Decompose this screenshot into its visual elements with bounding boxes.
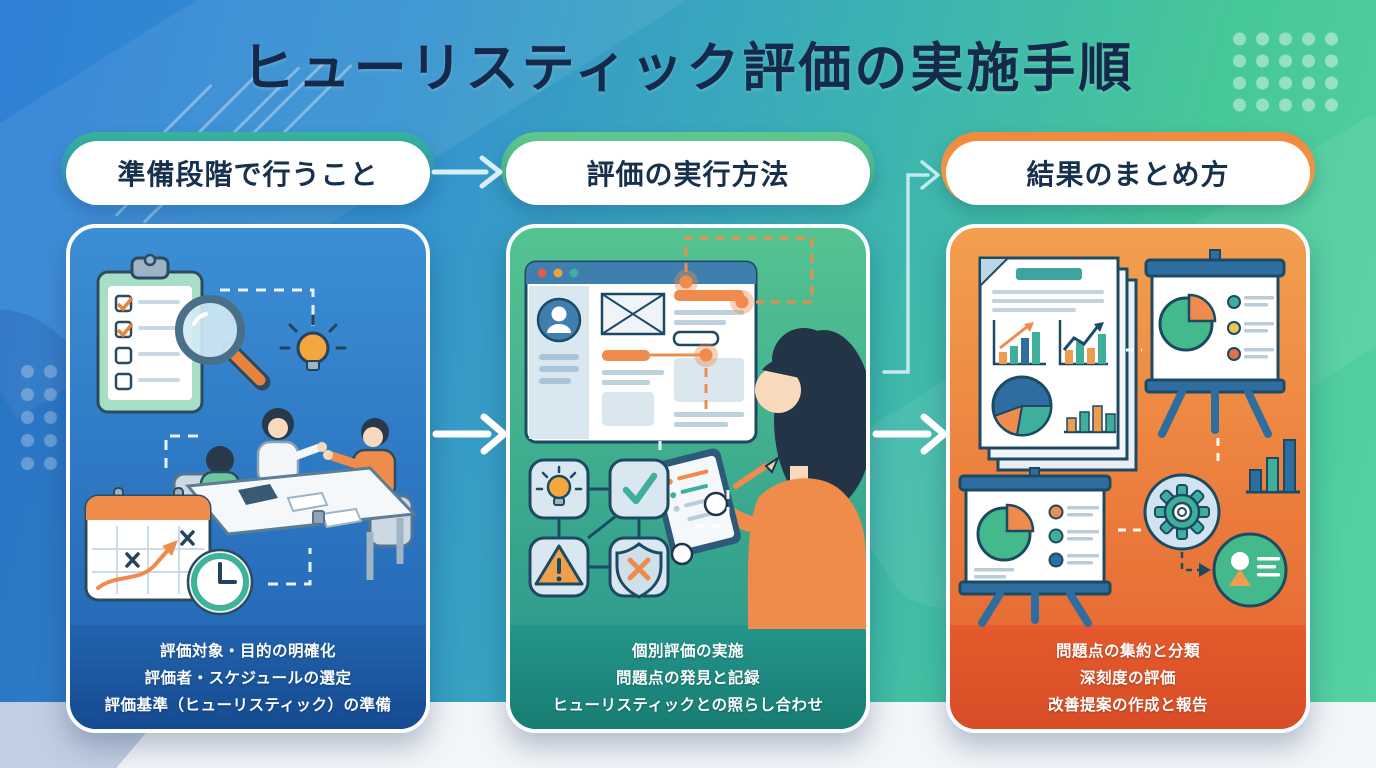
caption-line: 問題点の集約と分類 xyxy=(1055,643,1200,660)
results-illustration xyxy=(958,249,1300,627)
dashed-connector xyxy=(268,548,312,586)
clock-icon xyxy=(186,548,254,616)
annotation-markers xyxy=(674,236,814,410)
bar-chart-icon xyxy=(1058,320,1108,366)
caption-line: 評価者・スケジュールの選定 xyxy=(144,670,352,687)
step2-header: 評価の実行方法 xyxy=(501,132,875,208)
step2-card: 個別評価の実施 問題点の発見と記録 ヒューリスティックとの照らし合わせ xyxy=(506,224,870,733)
step1-header: 準備段階で行うこと xyxy=(61,132,435,208)
page-title: ヒューリスティック評価の実施手順 xyxy=(241,40,1135,98)
caption-line: ヒューリスティックとの照らし合わせ xyxy=(552,697,824,714)
pie-chart-icon xyxy=(991,375,1053,437)
step3-illustration xyxy=(950,228,1306,627)
dashed-connector xyxy=(164,434,198,468)
caption-line: 深刻度の評価 xyxy=(1079,670,1176,687)
report-documents-icon xyxy=(978,256,1138,472)
dashed-connector xyxy=(658,424,730,528)
magnifier-icon xyxy=(175,295,271,391)
tablet-icon xyxy=(650,448,741,558)
checkmark-icon xyxy=(622,472,658,505)
step1-illustration xyxy=(70,228,426,625)
person-badge-icon xyxy=(1212,532,1288,608)
warning-icon xyxy=(534,544,584,586)
step1-header-pill: 準備段階で行うこと xyxy=(66,141,430,205)
step2-caption: 個別評価の実施 問題点の発見と記録 ヒューリスティックとの照らし合わせ xyxy=(510,625,866,729)
step3-card: 問題点の集約と分類 深刻度の評価 改善提案の作成と報告 xyxy=(946,224,1310,733)
bar-chart-icon xyxy=(992,320,1046,366)
dashed-connector xyxy=(220,288,315,326)
clipboard-checklist-icon xyxy=(96,253,204,414)
step1-caption: 評価対象・目的の明確化 評価者・スケジュールの選定 評価基準（ヒューリスティック… xyxy=(70,625,426,729)
bar-chart-icon xyxy=(1064,405,1116,434)
step-column-results: 結果のまとめ方 xyxy=(941,132,1315,733)
step-column-execution: 評価の実行方法 xyxy=(501,132,875,733)
step3-caption: 問題点の集約と分類 深刻度の評価 改善提案の作成と報告 xyxy=(950,625,1306,729)
lightbulb-icon xyxy=(279,314,347,371)
dashed-arrow xyxy=(1180,552,1211,577)
caption-line: 個別評価の実施 xyxy=(631,643,744,660)
shield-x-icon xyxy=(615,542,663,599)
ranking-bars-icon xyxy=(1246,439,1300,494)
gear-icon xyxy=(1143,473,1221,551)
browser-window-icon xyxy=(524,260,758,444)
lightbulb-icon xyxy=(535,465,583,506)
presentation-easel-icon xyxy=(1144,249,1286,438)
step-column-preparation: 準備段階で行うこと xyxy=(61,132,435,733)
presentation-easel-icon xyxy=(958,467,1112,627)
step2-illustration xyxy=(510,228,866,629)
wireframe-image-placeholder xyxy=(600,292,666,336)
step3-header: 結果のまとめ方 xyxy=(941,132,1315,208)
step2-header-pill: 評価の実行方法 xyxy=(506,141,870,205)
caption-line: 改善提案の作成と報告 xyxy=(1047,697,1208,714)
step1-card: 評価対象・目的の明確化 評価者・スケジュールの選定 評価基準（ヒューリスティック… xyxy=(66,224,430,733)
heuristic-icon-grid xyxy=(528,458,670,599)
calendar-icon xyxy=(84,487,212,602)
evaluator-person xyxy=(650,328,866,629)
pencil-icon xyxy=(733,463,769,489)
caption-line: 問題点の発見と記録 xyxy=(615,670,760,687)
dashed-connector xyxy=(1118,348,1220,532)
execution-illustration xyxy=(524,236,866,629)
caption-line: 評価基準（ヒューリスティック）の準備 xyxy=(104,697,392,714)
team-meeting-illustration xyxy=(172,408,418,580)
step3-header-pill: 結果のまとめ方 xyxy=(946,141,1310,205)
preparation-illustration xyxy=(84,253,418,616)
caption-line: 評価対象・目的の明確化 xyxy=(159,643,336,660)
